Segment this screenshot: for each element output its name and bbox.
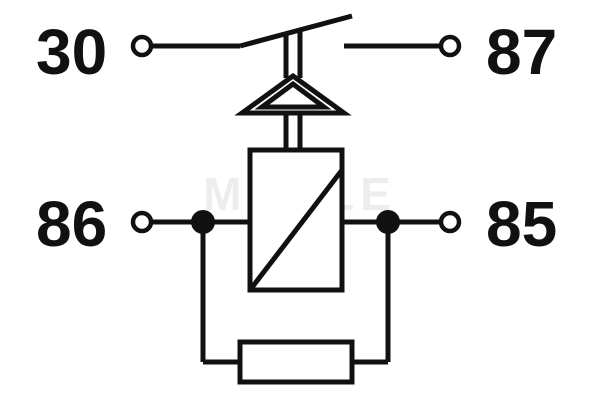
pin-label-30: 30 <box>36 16 107 88</box>
relay-coil-diagonal <box>248 168 344 292</box>
terminal-86 <box>130 210 154 234</box>
pin-label-86: 86 <box>36 188 107 260</box>
terminal-85 <box>438 210 462 234</box>
terminal-30 <box>130 34 154 58</box>
actuator-arrow-outer <box>234 72 352 116</box>
pin-label-87: 87 <box>486 16 557 88</box>
junction-dot-left <box>191 210 215 234</box>
terminal-87 <box>438 34 462 58</box>
junction-dot-right <box>376 210 400 234</box>
resistor <box>237 339 355 385</box>
actuator-arrow-inner <box>254 80 332 110</box>
switch-contact-arm <box>239 13 353 49</box>
pin-label-85: 85 <box>486 188 557 260</box>
